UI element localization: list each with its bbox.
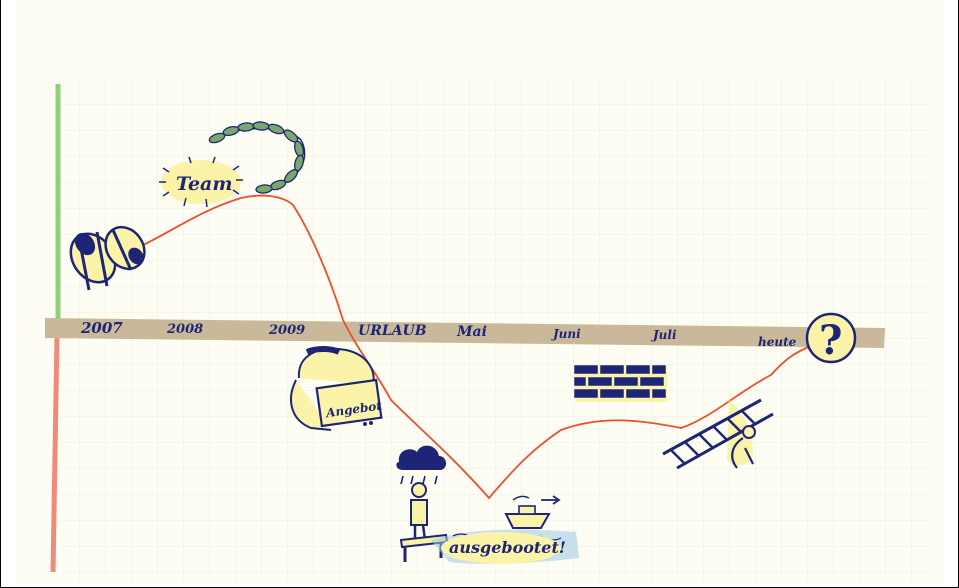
timeline-label-mai: Mai bbox=[456, 324, 487, 340]
laurel-wreath-icon bbox=[208, 121, 306, 194]
vertical-axis-negative bbox=[50, 335, 60, 573]
timeline-label-heute: heute bbox=[758, 335, 797, 349]
question-mark: ? bbox=[819, 317, 842, 364]
binoculars-icon bbox=[69, 225, 146, 291]
question-circle-icon: ? bbox=[805, 312, 857, 364]
boat-icon bbox=[504, 495, 561, 529]
timeline-band bbox=[45, 318, 885, 348]
offer-card-person-icon: Angebot bbox=[290, 346, 383, 431]
timeline-label-juni: Juni bbox=[551, 327, 581, 341]
brick-wall-icon bbox=[574, 365, 667, 402]
ladder-climber-icon bbox=[662, 398, 774, 470]
timeline-label-2007: 2007 bbox=[80, 319, 123, 337]
ousted-badge: ausgebootet! bbox=[441, 532, 566, 564]
mood-curve bbox=[136, 194, 814, 500]
ousted-label: ausgebootet! bbox=[449, 538, 566, 557]
team-badge: Team bbox=[159, 156, 243, 208]
timeline-label-2008: 2008 bbox=[166, 322, 203, 337]
timeline-label-urlaub: URLAUB bbox=[358, 323, 427, 339]
timeline-labels: 2007 2008 2009 URLAUB Mai Juni Juli heut… bbox=[80, 319, 797, 349]
timeline-label-2009: 2009 bbox=[268, 323, 305, 338]
timeline-label-juli: Juli bbox=[651, 328, 677, 342]
team-label: Team bbox=[176, 173, 232, 195]
